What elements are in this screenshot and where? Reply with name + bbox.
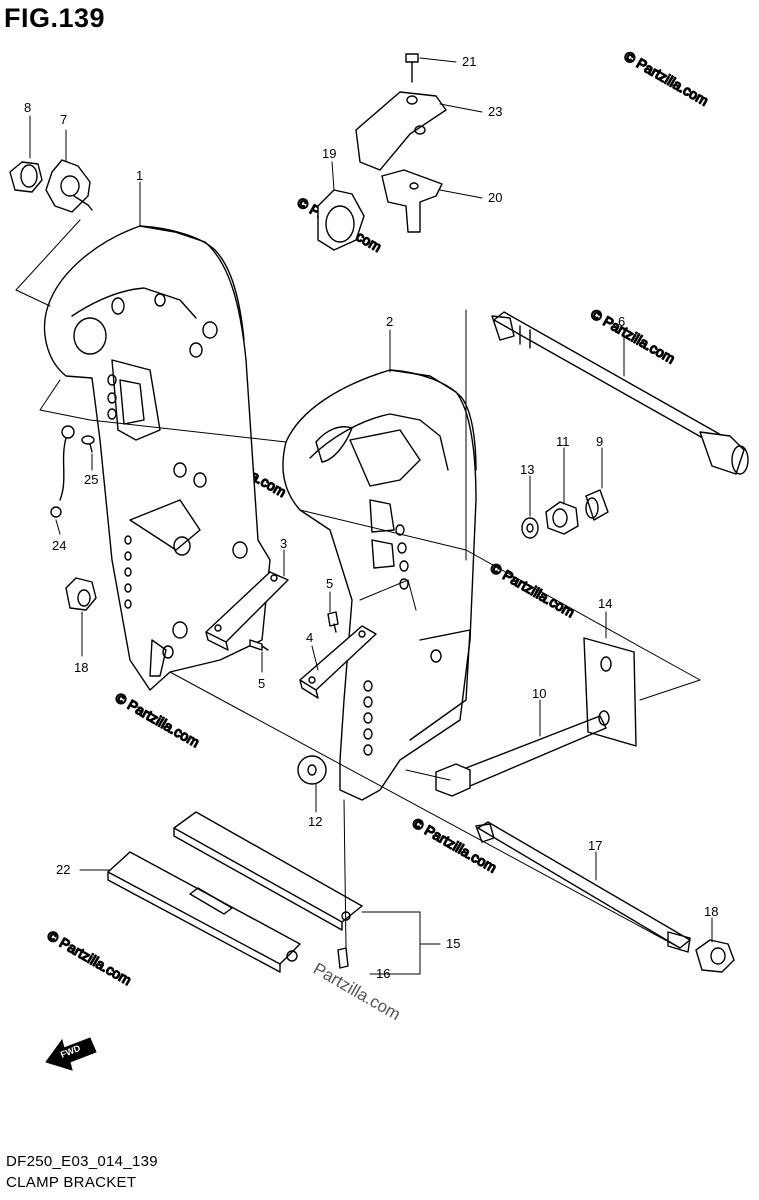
part-23-cover [355, 91, 447, 171]
callout-6: 6 [618, 314, 625, 329]
callout-9: 9 [596, 434, 603, 449]
part-17-shaft [475, 821, 691, 953]
part-3-plate [205, 571, 289, 651]
part-7-plate [45, 159, 93, 213]
part-22-bar [107, 851, 301, 973]
watermark: © Partzilla.com [113, 689, 203, 750]
callout-11: 11 [556, 434, 570, 449]
part-25-screw [81, 435, 95, 453]
figure-title: FIG.139 [4, 3, 106, 33]
part-5-bolt [327, 611, 339, 633]
part-14-plate [583, 637, 637, 747]
part-10-bolt [435, 715, 607, 797]
callout-20: 20 [488, 190, 502, 205]
watermark: © Partzilla.com [488, 559, 578, 620]
callout-18-right: 18 [704, 904, 718, 919]
callout-12: 12 [308, 814, 322, 829]
callout-19: 19 [322, 146, 336, 161]
callout-5-lower: 5 [258, 676, 265, 691]
part-16-bolt [337, 947, 349, 969]
callout-13: 13 [520, 462, 534, 477]
callout-8: 8 [24, 100, 31, 115]
callout-22: 22 [56, 862, 70, 877]
callout-16: 16 [376, 966, 390, 981]
callout-14: 14 [598, 596, 612, 611]
assembly-lines [15, 219, 701, 949]
part-5-bolt [249, 639, 269, 651]
part-11-nut [545, 501, 579, 535]
callout-7: 7 [60, 112, 67, 127]
part-18-nut [65, 577, 97, 611]
fwd-arrow-icon: FWD [45, 1037, 97, 1071]
part-12-washer [297, 755, 327, 785]
part-20-bracket [381, 169, 443, 233]
part-8-nut [9, 161, 43, 193]
callout-2: 2 [386, 314, 393, 329]
leader-lines [29, 57, 713, 975]
callout-23: 23 [488, 104, 502, 119]
part-21-bolt [405, 53, 419, 83]
part-18-nut [695, 939, 735, 973]
callout-10: 10 [532, 686, 546, 701]
part-4-plate [299, 625, 377, 699]
part-6-tilt-tube [491, 311, 749, 475]
part-9-bushing [585, 489, 609, 521]
callout-4: 4 [306, 630, 313, 645]
callout-1: 1 [136, 168, 143, 183]
watermark: © Partzilla.com [588, 306, 678, 367]
callout-3: 3 [280, 536, 287, 551]
callout-5-upper: 5 [326, 576, 333, 591]
part-19-grommet [317, 189, 365, 251]
callout-17: 17 [588, 838, 602, 853]
watermark: © Partzilla.com [45, 927, 135, 988]
callout-labels: 8 7 1 2 3 5 4 5 6 9 11 13 14 10 12 17 18… [24, 54, 718, 981]
part-15-bar [173, 811, 363, 931]
callout-15: 15 [446, 936, 460, 951]
watermark: © Partzilla.com [622, 48, 712, 109]
part-1-clamp-bracket [43, 225, 271, 691]
callout-24: 24 [52, 538, 66, 553]
diagram-caption: CLAMP BRACKET [6, 1174, 137, 1191]
part-24-ground-wire [50, 425, 75, 518]
diagram-code: DF250_E03_014_139 [6, 1153, 158, 1170]
callout-21: 21 [462, 54, 476, 69]
callout-25: 25 [84, 472, 98, 487]
part-2-clamp-bracket [282, 369, 477, 801]
part-13-washer [521, 517, 539, 539]
callout-18-left: 18 [74, 660, 88, 675]
